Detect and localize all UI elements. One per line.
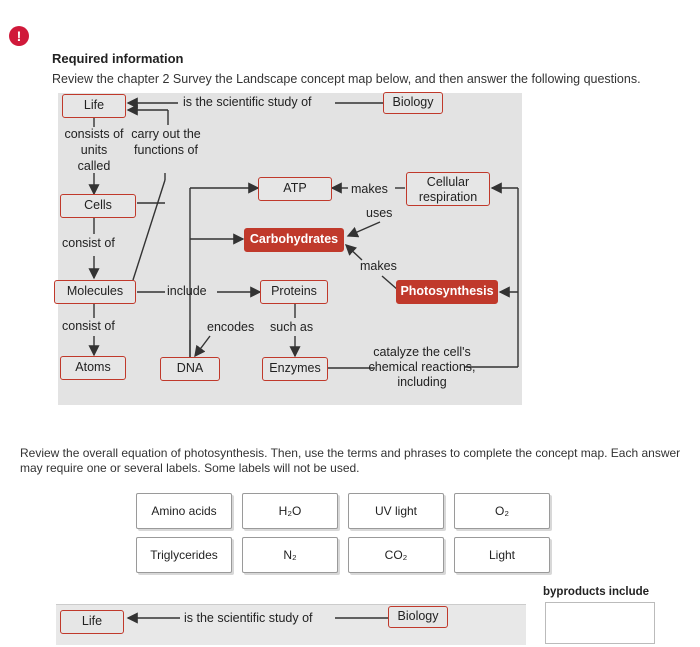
- node-atp: ATP: [258, 177, 332, 201]
- node-cellular-respiration: Cellular respiration: [406, 172, 490, 206]
- link-carry-out-functions: carry out the functions of: [131, 127, 201, 157]
- link-uses: uses: [366, 206, 393, 220]
- alert-icon: !: [9, 26, 29, 46]
- question-instructions: Review the overall equation of photosynt…: [20, 446, 681, 475]
- node-molecules: Molecules: [54, 280, 136, 304]
- chip-amino-acids[interactable]: Amino acids: [136, 493, 232, 529]
- node-proteins: Proteins: [260, 280, 328, 304]
- chip-h2o[interactable]: H₂O: [242, 493, 338, 529]
- chip-triglycerides[interactable]: Triglycerides: [136, 537, 232, 573]
- answer-link-is-scientific-study-of: is the scientific study of: [184, 611, 313, 625]
- answer-node-life: Life: [60, 610, 124, 634]
- chip-co2[interactable]: CO₂: [348, 537, 444, 573]
- answer-node-biology: Biology: [388, 606, 448, 628]
- link-catalyze: catalyze the cell's chemical reactions, …: [368, 345, 476, 389]
- node-photosynthesis: Photosynthesis: [396, 280, 498, 304]
- chip-light[interactable]: Light: [454, 537, 550, 573]
- link-include: include: [167, 284, 207, 298]
- chip-o2[interactable]: O₂: [454, 493, 550, 529]
- node-biology: Biology: [383, 92, 443, 114]
- page-title: Required information: [52, 51, 184, 66]
- node-enzymes: Enzymes: [262, 357, 328, 381]
- link-makes-carbohydrates: makes: [360, 259, 397, 273]
- node-cells: Cells: [60, 194, 136, 218]
- node-atoms: Atoms: [60, 356, 126, 380]
- link-consist-of-molecules: consist of: [62, 319, 115, 333]
- link-makes-atp: makes: [351, 182, 388, 196]
- link-such-as: such as: [270, 320, 314, 334]
- chip-uv-light[interactable]: UV light: [348, 493, 444, 529]
- node-carbohydrates: Carbohydrates: [244, 228, 344, 252]
- link-encodes: encodes: [207, 320, 255, 334]
- chip-n2[interactable]: N₂: [242, 537, 338, 573]
- link-consists-of-units-called: consists of units called: [64, 127, 124, 173]
- link-is-scientific-study-of: is the scientific study of: [180, 95, 315, 109]
- byproducts-label: byproducts include: [543, 586, 650, 598]
- instructions-text: Review the chapter 2 Survey the Landscap…: [52, 72, 641, 86]
- byproducts-drop-zone[interactable]: [545, 602, 655, 644]
- node-dna: DNA: [160, 357, 220, 381]
- node-life: Life: [62, 94, 126, 118]
- link-consist-of-cells: consist of: [62, 236, 115, 250]
